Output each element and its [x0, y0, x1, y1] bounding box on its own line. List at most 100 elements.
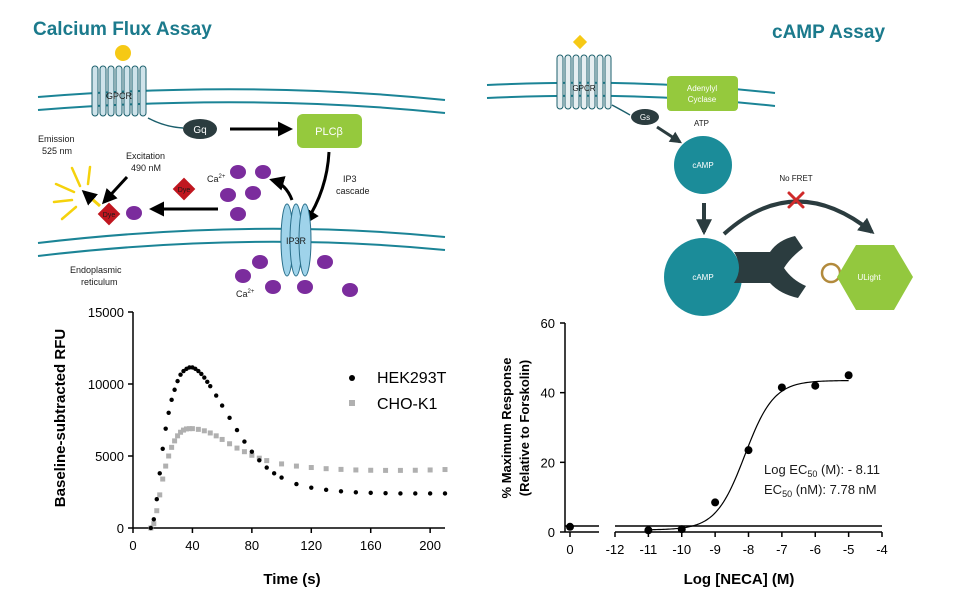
er-label-line1: Endoplasmic	[70, 265, 122, 275]
calcium-flux-diagram: GPCR Gq PLCβ IP3 cascade IP3R Ca2+	[37, 45, 446, 299]
emission-arrow	[81, 190, 101, 208]
flux-point-hek	[398, 491, 403, 496]
gq-label: Gq	[193, 125, 206, 136]
adenylyl-cyclase-box	[667, 76, 738, 111]
ec50-annotation-line2: EC50 (nM): 7.78 nM	[764, 482, 877, 499]
dose-data-point	[644, 526, 653, 535]
calcium-flux-title: Calcium Flux Assay	[33, 19, 212, 40]
ip3r-label: IP3R	[286, 236, 307, 246]
dose-zero-tick-label: 0	[566, 542, 573, 557]
flux-point-hek	[178, 372, 183, 377]
gpcr-label: GPCR	[106, 91, 133, 101]
ca-label-er: Ca2+	[236, 289, 255, 299]
flux-point-cho	[227, 441, 233, 447]
flux-point-cho	[397, 467, 403, 473]
emission-burst	[52, 165, 92, 221]
no-fret-arrow	[722, 199, 875, 236]
gq-node	[183, 119, 217, 139]
flux-y-tick-label: 5000	[95, 449, 124, 464]
gs-tether	[611, 104, 631, 116]
dose-y-axis-label-line2: (Relative to Forskolin)	[517, 360, 532, 497]
flux-point-hek	[383, 490, 388, 496]
dose-x-ticks: 0-12-11-10-9-8-7-6-5-4	[566, 532, 888, 557]
dose-x-tick-label: -5	[843, 542, 855, 557]
ulight-hexagon	[837, 245, 913, 310]
flux-point-hek	[172, 387, 177, 392]
camp-ligand-diamond	[572, 34, 588, 50]
dose-x-tick-label: -12	[606, 542, 625, 557]
dose-data-point	[844, 371, 853, 380]
flux-point-cho	[151, 521, 157, 527]
legend-marker-cho	[349, 400, 355, 406]
flux-point-hek	[214, 393, 219, 398]
dose-x-axis-label: Log [NECA] (M)	[684, 571, 795, 588]
flux-point-cho	[183, 426, 189, 432]
calcium-ions-cytosol	[220, 165, 271, 221]
dose-y-tick-label: 60	[541, 316, 555, 331]
flux-x-tick-label: 160	[360, 538, 382, 553]
flux-point-hek	[309, 485, 314, 490]
legend-marker-hek	[349, 375, 355, 381]
plasma-membrane	[37, 88, 446, 114]
flux-point-cho	[172, 438, 178, 444]
dose-x-tick-label: -9	[709, 542, 721, 557]
er-membrane	[37, 227, 446, 257]
flux-point-hek	[427, 491, 433, 496]
dose-y-tick-label: 40	[541, 386, 555, 401]
flux-y-tick-label: 0	[117, 521, 124, 536]
flux-point-cho	[279, 461, 285, 467]
camp-top-circle	[674, 136, 732, 194]
camp-bottom-label: cAMP	[692, 273, 713, 282]
flux-point-cho	[186, 426, 192, 432]
camp-top-label: cAMP	[692, 161, 713, 170]
dose-zero-point	[566, 522, 574, 531]
flux-point-cho	[264, 458, 270, 464]
flux-point-hek	[208, 383, 213, 389]
flux-point-hek	[163, 426, 168, 431]
adenylyl-label-line1: Adenylyl	[687, 84, 717, 93]
ip3-cascade-arrow	[304, 151, 331, 225]
flux-point-cho	[412, 467, 418, 473]
dose-data-points	[566, 371, 853, 535]
flux-point-hek	[202, 375, 207, 380]
ligand-circle	[115, 45, 131, 61]
cascade-label: cascade	[336, 186, 370, 196]
flux-point-hek	[227, 415, 232, 421]
camp-gpcr-receptor	[556, 54, 612, 110]
atp-label: ATP	[694, 119, 709, 128]
camp-plasma-membrane	[486, 81, 776, 107]
flux-point-hek	[199, 371, 204, 377]
calcium-release-arrow	[269, 176, 294, 201]
legend-label-hek: HEK293T	[377, 370, 447, 387]
emission-wavelength: 525 nm	[42, 146, 72, 156]
flux-point-hek	[196, 368, 201, 374]
legend-label-cho: CHO-K1	[377, 396, 438, 413]
flux-legend: HEK293T CHO-K1	[349, 370, 447, 413]
gpcr-receptor	[91, 65, 147, 117]
flux-point-hek	[279, 475, 284, 480]
flux-point-hek	[264, 465, 269, 470]
flux-point-cho	[427, 467, 433, 473]
camp-gpcr-label: GPCR	[572, 84, 595, 93]
flux-point-cho	[189, 426, 195, 432]
flux-y-tick-label: 10000	[88, 377, 124, 392]
linker-ring	[820, 262, 842, 284]
flux-point-cho	[353, 467, 359, 473]
camp-assay-title: cAMP Assay	[772, 22, 886, 43]
no-fret-label: No FRET	[779, 174, 812, 183]
excitation-label: Excitation	[126, 151, 165, 161]
flux-point-hek	[219, 403, 225, 408]
dose-data-point	[744, 446, 753, 455]
flux-point-cho	[249, 452, 255, 458]
flux-point-cho	[241, 449, 247, 455]
calcium-ions-er	[235, 255, 358, 297]
flux-point-hek	[353, 490, 359, 495]
flux-point-hek	[294, 481, 299, 487]
flux-point-cho	[169, 444, 175, 450]
camp-bottom-circle	[664, 238, 742, 316]
flux-point-hek	[368, 490, 373, 496]
flux-x-axis-label: Time (s)	[263, 571, 320, 588]
dye-bound-label: Dye	[103, 212, 116, 219]
flux-point-cho	[166, 453, 172, 459]
